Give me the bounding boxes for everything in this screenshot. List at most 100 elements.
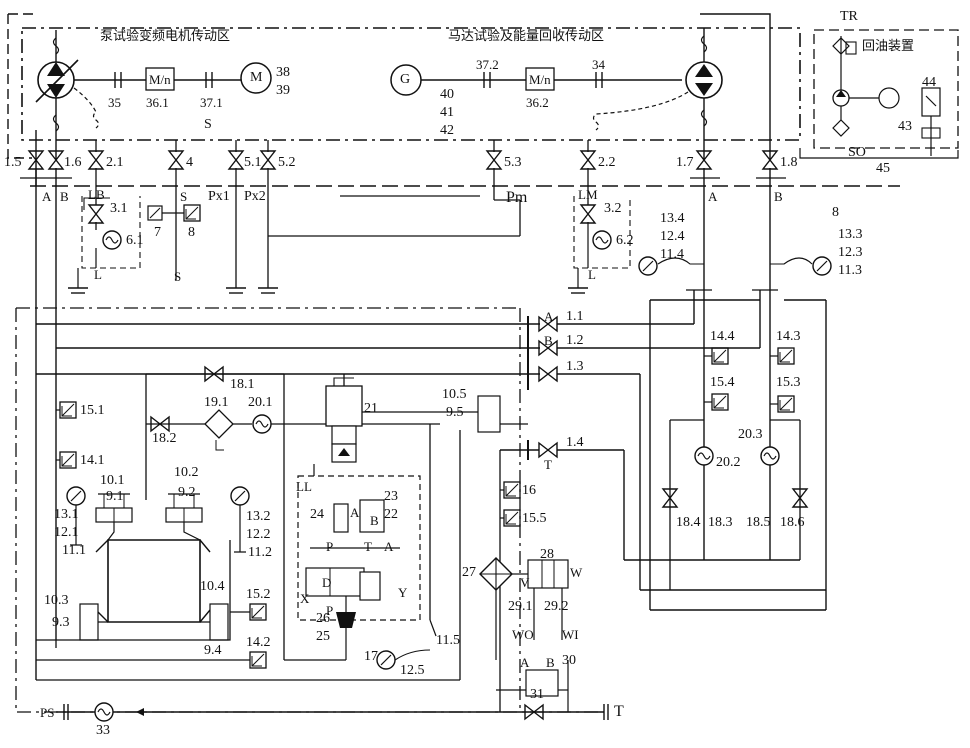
label-10-2: 10.2	[174, 466, 199, 480]
pump-shaft	[74, 63, 271, 93]
label-T-a: T	[364, 540, 372, 553]
label-X: X	[300, 592, 309, 605]
label-38: 38	[276, 66, 290, 80]
label-Pm: Pm	[506, 190, 527, 206]
label-1-2: 1.2	[566, 334, 584, 348]
label-A2: A	[708, 190, 717, 203]
label-15-2: 15.2	[246, 588, 271, 602]
label-Mn2: M/n	[529, 73, 551, 86]
label-13-1: 13.1	[54, 508, 79, 522]
label-12-5: 12.5	[400, 664, 425, 678]
label-P-a: P	[326, 540, 333, 553]
label-4: 4	[186, 156, 193, 170]
label-15-4: 15.4	[710, 376, 735, 390]
label-G: G	[400, 73, 410, 87]
label-18-5: 18.5	[746, 516, 771, 530]
label-37-1: 37.1	[200, 96, 223, 109]
label-A-a: A	[384, 540, 393, 553]
label-18-6: 18.6	[780, 516, 805, 530]
label-Y: Y	[398, 586, 407, 599]
main-circuit	[16, 290, 826, 721]
label-6-1: 6.1	[126, 234, 144, 248]
label-A-1-1: A	[544, 310, 553, 323]
label-TR: TR	[840, 10, 858, 24]
label-S-top: S	[204, 118, 212, 132]
return-device-title: 回油装置	[862, 40, 914, 53]
label-A30: A	[520, 656, 529, 669]
label-8a: 8	[188, 226, 195, 240]
label-A-21: A	[350, 506, 359, 519]
label-Px1: Px1	[208, 190, 230, 204]
label-27: 27	[462, 566, 476, 580]
label-24: 24	[310, 508, 324, 522]
label-45: 45	[876, 162, 890, 176]
label-35: 35	[108, 96, 121, 109]
label-12-1: 12.1	[54, 526, 79, 540]
label-20-2: 20.2	[716, 456, 741, 470]
label-LM: LM	[578, 188, 598, 201]
label-14-1: 14.1	[80, 454, 105, 468]
label-6-2: 6.2	[616, 234, 634, 248]
label-22: 22	[384, 508, 398, 522]
label-1-4: 1.4	[566, 436, 584, 450]
label-WO: WO	[512, 628, 534, 641]
label-1-8: 1.8	[780, 156, 798, 170]
label-2-2: 2.2	[598, 156, 616, 170]
label-31: 31	[530, 688, 544, 702]
label-1-3: 1.3	[566, 360, 584, 374]
label-V1: V	[520, 576, 529, 589]
label-B-1-2: B	[544, 334, 553, 347]
label-5-3: 5.3	[504, 156, 522, 170]
label-12-3: 12.3	[838, 246, 863, 260]
label-5-2: 5.2	[278, 156, 296, 170]
label-11-3: 11.3	[838, 264, 862, 278]
label-9-4: 9.4	[204, 644, 222, 658]
label-14-4: 14.4	[710, 330, 735, 344]
label-3-2: 3.2	[604, 202, 622, 216]
label-1-5: 1.5	[4, 156, 22, 170]
label-B2: B	[774, 190, 783, 203]
label-M-motor: M	[250, 71, 262, 85]
label-11-1: 11.1	[62, 544, 86, 558]
label-1-1: 1.1	[566, 310, 584, 324]
label-26: 26	[316, 612, 330, 626]
label-WI: WI	[562, 628, 579, 641]
label-10-5: 10.5	[442, 388, 467, 402]
label-43: 43	[898, 120, 912, 134]
label-39: 39	[276, 84, 290, 98]
label-Mn1: M/n	[149, 73, 171, 86]
label-15-3: 15.3	[776, 376, 801, 390]
label-41: 41	[440, 106, 454, 120]
label-12-4: 12.4	[660, 230, 685, 244]
label-14-3: 14.3	[776, 330, 801, 344]
label-Px2: Px2	[244, 190, 266, 204]
label-B1: B	[60, 190, 69, 203]
label-T-out: T	[614, 704, 624, 720]
label-37-2: 37.2	[476, 58, 499, 71]
label-LB: LB	[88, 188, 105, 201]
label-9-1: 9.1	[106, 490, 124, 504]
motor-zone-title: 马达试验及能量回收传动区	[448, 30, 604, 43]
label-S1: S	[180, 190, 187, 203]
label-D: D	[322, 576, 331, 589]
label-9-5: 9.5	[446, 406, 464, 420]
label-PS: PS	[40, 706, 54, 719]
label-S2: S	[174, 270, 181, 283]
label-20-3: 20.3	[738, 428, 763, 442]
label-25: 25	[316, 630, 330, 644]
label-A1: A	[42, 190, 51, 203]
label-10-4: 10.4	[200, 580, 225, 594]
label-L2: L	[588, 268, 596, 281]
label-10-1: 10.1	[100, 474, 125, 488]
label-15-1: 15.1	[80, 404, 105, 418]
label-18-2: 18.2	[152, 432, 177, 446]
label-11-5: 11.5	[436, 634, 460, 648]
label-23: 23	[384, 490, 398, 504]
label-30: 30	[562, 654, 576, 668]
label-19-1: 19.1	[204, 396, 229, 410]
label-1-6: 1.6	[64, 156, 82, 170]
label-28: 28	[540, 548, 554, 562]
label-13-4: 13.4	[660, 212, 685, 226]
label-2-1: 2.1	[106, 156, 124, 170]
